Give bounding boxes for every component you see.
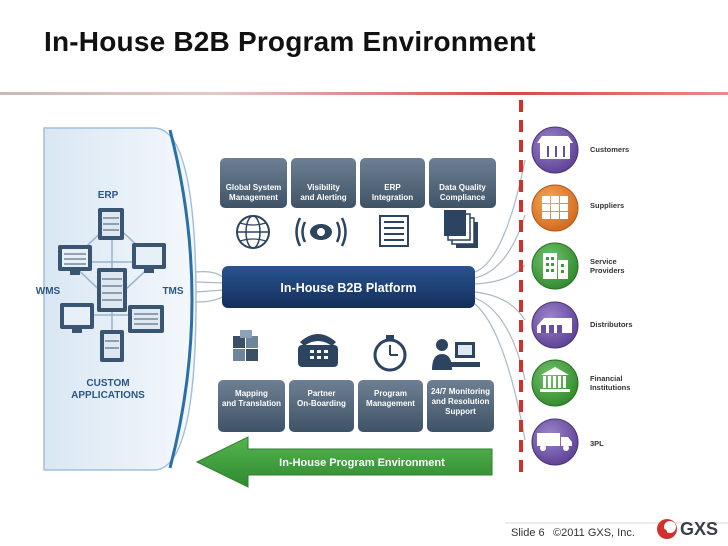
wms-label: WMS bbox=[36, 286, 61, 297]
service-box-monitoring: 24/7 Monitoring and Resolution Support bbox=[427, 380, 494, 432]
warehouse-icon bbox=[537, 318, 572, 333]
svg-text:Financial: Financial bbox=[590, 374, 623, 383]
partner-service-providers: Service Providers bbox=[532, 243, 625, 289]
cubes-icon bbox=[233, 330, 258, 361]
store-icon bbox=[537, 136, 573, 159]
service-box-partner-onboarding: Partner On-Boarding bbox=[289, 380, 354, 432]
environment-label: In-House Program Environment bbox=[279, 457, 445, 469]
svg-text:and Translation: and Translation bbox=[222, 399, 281, 408]
svg-text:Providers: Providers bbox=[590, 266, 625, 275]
partner-distributors: Distributors bbox=[532, 302, 633, 348]
svg-text:Mapping: Mapping bbox=[235, 389, 268, 398]
globe-icon bbox=[237, 216, 269, 248]
svg-text:3PL: 3PL bbox=[590, 439, 604, 448]
svg-text:Support: Support bbox=[445, 407, 476, 416]
svg-text:Service: Service bbox=[590, 257, 617, 266]
custom-apps-label-line2: APPLICATIONS bbox=[71, 390, 145, 401]
partner-suppliers: Suppliers bbox=[532, 185, 624, 231]
server-icon bbox=[97, 268, 127, 312]
server-icon bbox=[98, 208, 124, 240]
stopwatch-icon bbox=[375, 335, 405, 370]
svg-text:Management: Management bbox=[229, 193, 278, 202]
svg-text:Program: Program bbox=[374, 389, 407, 398]
svg-text:Compliance: Compliance bbox=[440, 193, 486, 202]
service-box-visibility: Visibility and Alerting bbox=[291, 158, 356, 208]
b2b-platform-bar: In-House B2B Platform bbox=[222, 266, 475, 308]
gxs-logo-text: GXS bbox=[680, 519, 718, 540]
svg-text:and Alerting: and Alerting bbox=[300, 193, 346, 202]
custom-apps-label-line1: CUSTOM bbox=[86, 378, 129, 389]
tms-label: TMS bbox=[162, 286, 183, 297]
platform-label: In-House B2B Platform bbox=[280, 281, 416, 295]
computer-icon bbox=[128, 305, 164, 333]
eye-signal-icon bbox=[297, 218, 346, 246]
svg-text:Partner: Partner bbox=[307, 389, 335, 398]
slide-number: Slide 6 bbox=[511, 527, 545, 539]
service-box-global-system: Global System Management bbox=[220, 158, 287, 208]
stacked-documents-icon bbox=[444, 210, 478, 248]
document-list-icon bbox=[380, 216, 408, 246]
svg-text:ERP: ERP bbox=[384, 183, 401, 192]
svg-text:Management: Management bbox=[366, 399, 415, 408]
program-environment-arrow: In-House Program Environment bbox=[197, 437, 492, 487]
telephone-icon bbox=[298, 334, 338, 367]
svg-text:Integration: Integration bbox=[372, 193, 413, 202]
svg-text:Global System: Global System bbox=[226, 183, 282, 192]
computer-icon bbox=[60, 303, 94, 333]
boxes-icon bbox=[542, 196, 568, 219]
svg-text:Institutions: Institutions bbox=[590, 383, 630, 392]
erp-label: ERP bbox=[98, 190, 119, 201]
svg-text:Customers: Customers bbox=[590, 145, 629, 154]
partner-3pl: 3PL bbox=[532, 419, 604, 465]
computer-icon bbox=[132, 243, 166, 273]
svg-text:Distributors: Distributors bbox=[590, 320, 633, 329]
copyright-text: ©2011 GXS, Inc. bbox=[553, 527, 635, 539]
svg-text:Data Quality: Data Quality bbox=[439, 183, 486, 192]
service-box-data-quality: Data Quality Compliance bbox=[429, 158, 496, 208]
partner-financial-institutions: Financial Institutions bbox=[532, 360, 630, 406]
svg-text:and Resolution: and Resolution bbox=[432, 397, 490, 406]
service-box-erp-integration: ERP Integration bbox=[360, 158, 425, 208]
computer-icon bbox=[58, 245, 92, 275]
svg-text:Suppliers: Suppliers bbox=[590, 201, 624, 210]
app-platform-connectors bbox=[196, 272, 224, 302]
gxs-logo-icon bbox=[657, 519, 677, 539]
svg-text:24/7 Monitoring: 24/7 Monitoring bbox=[431, 387, 490, 396]
person-at-computer-icon bbox=[432, 339, 480, 370]
service-box-program-management: Program Management bbox=[358, 380, 423, 432]
service-box-mapping: Mapping and Translation bbox=[218, 380, 285, 432]
svg-text:Visibility: Visibility bbox=[307, 183, 340, 192]
server-icon bbox=[100, 330, 124, 362]
svg-text:On-Boarding: On-Boarding bbox=[297, 399, 346, 408]
partner-customers: Customers bbox=[532, 127, 629, 173]
